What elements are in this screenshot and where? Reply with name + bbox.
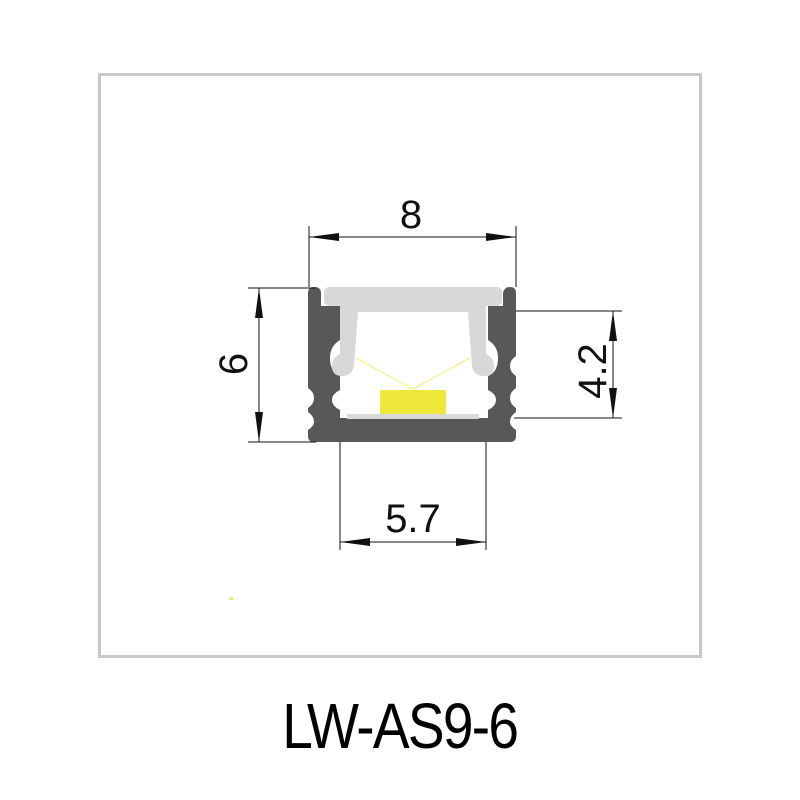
diffuser-cover <box>324 287 502 376</box>
dimension-inner-height: 4.2 <box>514 310 622 419</box>
dimension-overall-height: 6 <box>212 287 316 443</box>
led-chip <box>380 390 446 414</box>
dimension-inner-width: 5.7 <box>339 442 487 550</box>
stray-mark <box>229 597 233 600</box>
drawing-frame <box>98 73 702 658</box>
product-model-label: LW-AS9-6 <box>282 690 519 762</box>
dimension-label-inner-width: 5.7 <box>385 497 441 541</box>
dimension-label-inner-height: 4.2 <box>571 343 615 399</box>
dimension-overall-width: 8 <box>308 193 517 287</box>
dimension-label-width: 8 <box>400 193 422 237</box>
light-ray-right <box>412 357 471 390</box>
light-ray-left <box>355 357 414 390</box>
dimension-label-height: 6 <box>212 353 256 375</box>
led-strip-pcb <box>347 414 479 419</box>
aluminum-profile <box>308 287 516 442</box>
